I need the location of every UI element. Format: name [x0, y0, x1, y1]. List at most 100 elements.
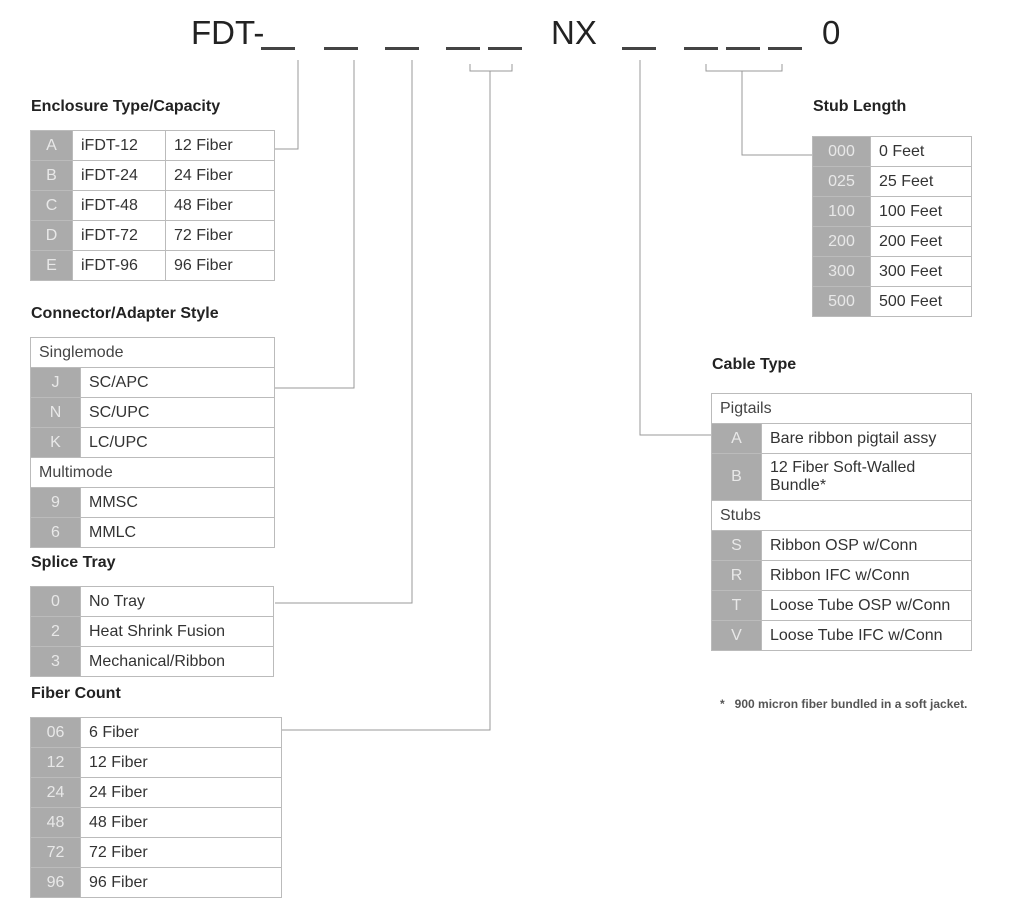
table-row: B iFDT-24 24 Fiber	[30, 160, 275, 191]
option-label: 96 Fiber	[80, 867, 282, 898]
table-row: V Loose Tube IFC w/Conn	[711, 620, 972, 651]
option-code: 9	[30, 487, 81, 518]
option-code: 12	[30, 747, 81, 778]
option-code: S	[711, 530, 762, 561]
option-model: iFDT-24	[72, 160, 166, 191]
option-code: K	[30, 427, 81, 458]
table-row: A Bare ribbon pigtail assy	[711, 423, 972, 454]
option-label: 100 Feet	[870, 196, 972, 227]
option-label: No Tray	[80, 586, 274, 617]
table-row: 6 MMLC	[30, 517, 275, 548]
option-label: 300 Feet	[870, 256, 972, 287]
option-code: 100	[812, 196, 871, 227]
table-row: E iFDT-96 96 Fiber	[30, 250, 275, 281]
table-row: 300 300 Feet	[812, 256, 972, 287]
option-code: 72	[30, 837, 81, 868]
cable-type-heading: Cable Type	[712, 356, 797, 373]
option-label: 48 Fiber	[80, 807, 282, 838]
option-label: Loose Tube IFC w/Conn	[761, 620, 972, 651]
option-fibers: 12 Fiber	[165, 130, 275, 161]
table-row: 025 25 Feet	[812, 166, 972, 197]
table-row: 2 Heat Shrink Fusion	[30, 616, 274, 647]
leader-fiber-count	[282, 71, 491, 731]
table-row: N SC/UPC	[30, 397, 275, 428]
part-suffix: 0	[822, 14, 841, 51]
table-row: R Ribbon IFC w/Conn	[711, 560, 972, 591]
group-row: Multimode	[30, 457, 275, 488]
table-row: 06 6 Fiber	[30, 717, 282, 748]
option-code: D	[30, 220, 73, 251]
option-label: Heat Shrink Fusion	[80, 616, 274, 647]
option-label: 0 Feet	[870, 136, 972, 167]
group-row: Stubs	[711, 500, 972, 531]
option-code: 500	[812, 286, 871, 317]
option-code: B	[30, 160, 73, 191]
table-row: K LC/UPC	[30, 427, 275, 458]
option-code: 200	[812, 226, 871, 257]
option-code: 6	[30, 517, 81, 548]
stub-length-table: 000 0 Feet 025 25 Feet 100 100 Feet 200 …	[812, 136, 972, 317]
table-row: 000 0 Feet	[812, 136, 972, 167]
group-row: Pigtails	[711, 393, 972, 424]
connector-table: Singlemode J SC/APC N SC/UPC K LC/UPC Mu…	[30, 337, 275, 548]
connector-heading: Connector/Adapter Style	[31, 305, 219, 322]
group-label-stubs: Stubs	[711, 500, 972, 531]
option-code: 025	[812, 166, 871, 197]
table-row: 200 200 Feet	[812, 226, 972, 257]
table-row: A iFDT-12 12 Fiber	[30, 130, 275, 161]
fiber-count-table: 06 6 Fiber 12 12 Fiber 24 24 Fiber 48 48…	[30, 717, 282, 898]
slot-cable-type	[622, 47, 656, 50]
option-code: 06	[30, 717, 81, 748]
group-label-pigtails: Pigtails	[711, 393, 972, 424]
option-code: 48	[30, 807, 81, 838]
option-code: V	[711, 620, 762, 651]
leader-cable-type	[639, 60, 712, 436]
footnote: * 900 micron fiber bundled in a soft jac…	[720, 697, 968, 711]
slot-enclosure	[261, 47, 295, 50]
table-row: 100 100 Feet	[812, 196, 972, 227]
enclosure-heading: Enclosure Type/Capacity	[31, 98, 221, 115]
group-row: Singlemode	[30, 337, 275, 368]
option-code: 000	[812, 136, 871, 167]
splice-tray-table: 0 No Tray 2 Heat Shrink Fusion 3 Mechani…	[30, 586, 274, 677]
option-model: iFDT-48	[72, 190, 166, 221]
part-prefix: FDT-	[191, 14, 265, 51]
option-model: iFDT-72	[72, 220, 166, 251]
slot-splice-tray	[385, 47, 419, 50]
option-label: 500 Feet	[870, 286, 972, 317]
option-model: iFDT-96	[72, 250, 166, 281]
table-row: 96 96 Fiber	[30, 867, 282, 898]
option-code: 300	[812, 256, 871, 287]
stub-length-heading: Stub Length	[813, 98, 907, 115]
leader-splice-tray	[275, 60, 413, 604]
option-code: E	[30, 250, 73, 281]
option-label: MMSC	[80, 487, 275, 518]
option-code: C	[30, 190, 73, 221]
slot-fiber-count-2	[488, 47, 522, 50]
option-label: Loose Tube OSP w/Conn	[761, 590, 972, 621]
leader-enclosure	[275, 60, 299, 150]
option-label: 25 Feet	[870, 166, 972, 197]
table-row: 48 48 Fiber	[30, 807, 282, 838]
fiber-count-heading: Fiber Count	[31, 685, 121, 702]
table-row: 3 Mechanical/Ribbon	[30, 646, 274, 677]
table-row: J SC/APC	[30, 367, 275, 398]
table-row: B 12 Fiber Soft-Walled Bundle*	[711, 453, 972, 501]
option-label: 6 Fiber	[80, 717, 282, 748]
option-label: Ribbon IFC w/Conn	[761, 560, 972, 591]
option-label: 12 Fiber Soft-Walled Bundle*	[761, 453, 972, 501]
part-middle: NX	[551, 14, 597, 51]
cable-type-table: Pigtails A Bare ribbon pigtail assy B 12…	[711, 393, 972, 651]
table-row: 72 72 Fiber	[30, 837, 282, 868]
table-row: T Loose Tube OSP w/Conn	[711, 590, 972, 621]
table-row: S Ribbon OSP w/Conn	[711, 530, 972, 561]
option-code: J	[30, 367, 81, 398]
table-row: C iFDT-48 48 Fiber	[30, 190, 275, 221]
option-code: N	[30, 397, 81, 428]
option-code: 3	[30, 646, 81, 677]
option-label: 72 Fiber	[80, 837, 282, 868]
option-label: 12 Fiber	[80, 747, 282, 778]
slot-stub-length-2	[726, 47, 760, 50]
table-row: 9 MMSC	[30, 487, 275, 518]
option-code: T	[711, 590, 762, 621]
